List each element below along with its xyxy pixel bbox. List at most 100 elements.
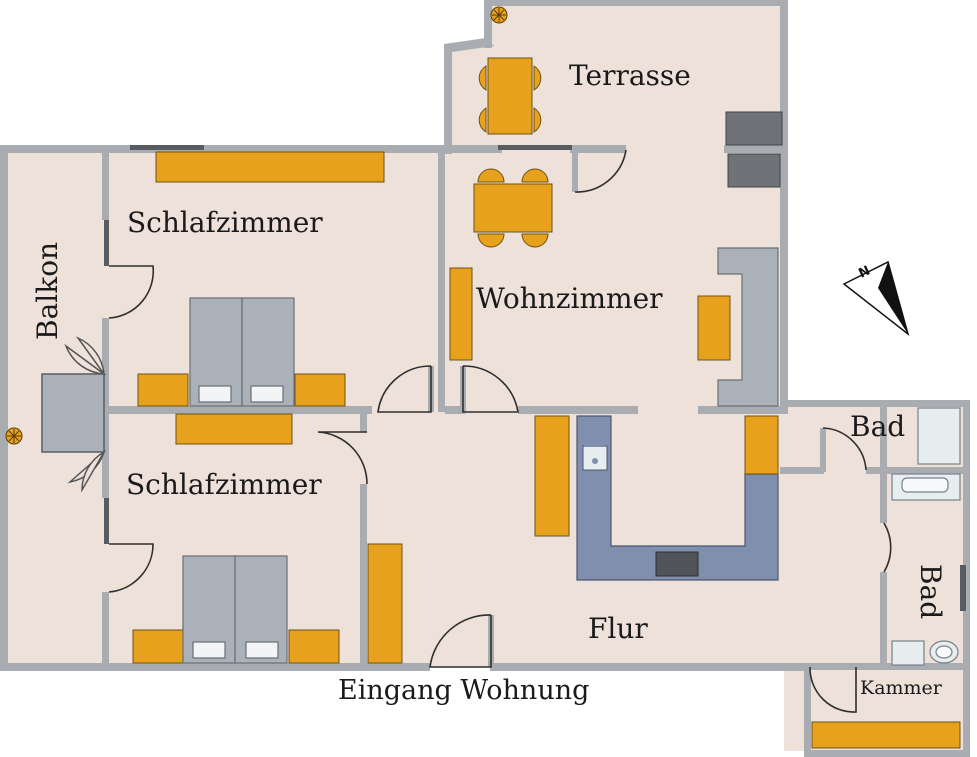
hall-wardrobe	[367, 543, 403, 664]
wall	[866, 467, 966, 474]
door-swing	[108, 543, 154, 593]
room-label-kammer: Kammer	[860, 677, 942, 699]
wall	[880, 572, 887, 670]
stove-icon	[655, 551, 699, 577]
door-swings	[108, 149, 892, 713]
terrasse-table-set	[478, 57, 542, 135]
door-swing	[377, 365, 432, 413]
room-label-bad-side: Bad	[914, 564, 947, 620]
room-label-wohnzimmer: Wohnzimmer	[476, 282, 663, 315]
nightstand	[132, 629, 184, 664]
wall	[438, 150, 445, 412]
balcony-door-leaf	[81, 449, 107, 493]
shower-icon	[917, 407, 961, 465]
sink-icon	[582, 444, 608, 471]
window	[130, 145, 204, 150]
entrance-label: Eingang Wohnung	[338, 675, 590, 706]
wall	[963, 400, 970, 757]
wall	[444, 38, 494, 52]
door-swing	[574, 149, 627, 193]
grill	[725, 111, 783, 146]
pillow	[198, 385, 232, 403]
dining-table	[473, 183, 553, 233]
nightstand	[294, 373, 346, 407]
door-swing	[108, 265, 155, 319]
chair	[521, 168, 549, 183]
wall	[0, 145, 502, 153]
window	[104, 220, 109, 266]
table	[487, 57, 533, 135]
chair	[521, 233, 549, 248]
wall	[484, 0, 492, 48]
room-label-flur: Flur	[588, 612, 648, 645]
fridge	[744, 415, 779, 475]
room-label-schlafzimmer-top: Schlafzimmer	[127, 206, 323, 239]
wall	[0, 145, 8, 671]
wall	[490, 663, 810, 671]
compass-icon: N	[842, 260, 910, 336]
chair	[533, 65, 542, 91]
grill-units	[725, 111, 783, 188]
chair	[477, 233, 505, 248]
door-swing	[429, 614, 492, 668]
room-label-bad-top: Bad	[850, 410, 906, 443]
toilet-icon	[929, 640, 959, 664]
plant-icon	[5, 427, 23, 445]
washbasin-bowl	[901, 477, 949, 493]
wall	[820, 428, 826, 472]
wardrobe	[155, 151, 385, 183]
door-swing	[883, 522, 892, 573]
dresser	[175, 413, 293, 445]
kitchen-cabinet	[534, 415, 570, 537]
plant-icon	[490, 6, 508, 24]
pillow	[250, 385, 284, 403]
wall	[698, 406, 788, 414]
room-label-schlafzimmer-bottom: Schlafzimmer	[126, 468, 322, 501]
wall	[484, 0, 788, 6]
wall	[445, 406, 465, 414]
bathroom-fixtures	[891, 407, 961, 666]
coffee-table	[697, 295, 731, 361]
door-swing	[822, 427, 867, 471]
chair	[478, 107, 487, 133]
chair	[478, 65, 487, 91]
door-swing	[809, 666, 857, 713]
window	[960, 565, 966, 611]
bedroom-top-furniture	[137, 151, 385, 407]
wall	[0, 663, 430, 671]
bed-top	[189, 297, 295, 407]
chair	[533, 107, 542, 133]
sofa	[717, 247, 779, 407]
sideboard	[449, 267, 473, 361]
pillow	[192, 641, 226, 659]
wall	[360, 484, 367, 667]
wall	[804, 750, 970, 757]
room-label-terrasse: Terrasse	[569, 59, 691, 92]
dining-set	[449, 168, 731, 361]
door-swing	[462, 365, 519, 413]
bedroom-bottom-furniture	[132, 413, 403, 664]
balcony-door-frame	[41, 373, 105, 453]
wall	[102, 406, 372, 414]
wall	[102, 150, 109, 220]
wall	[780, 400, 970, 407]
kitchen	[534, 415, 779, 581]
nightstand	[288, 629, 340, 664]
door-swing	[317, 431, 368, 485]
window	[498, 145, 572, 150]
wall	[880, 407, 887, 523]
wall	[780, 467, 824, 474]
wall	[724, 145, 784, 153]
wall	[804, 663, 811, 757]
chair	[477, 168, 505, 183]
wall	[444, 44, 452, 154]
wall	[572, 148, 578, 192]
wall	[570, 145, 626, 153]
grill	[727, 153, 781, 188]
wall	[102, 592, 109, 667]
kammer-shelf	[811, 721, 961, 749]
wall	[780, 0, 788, 407]
bed-bottom	[182, 555, 288, 664]
